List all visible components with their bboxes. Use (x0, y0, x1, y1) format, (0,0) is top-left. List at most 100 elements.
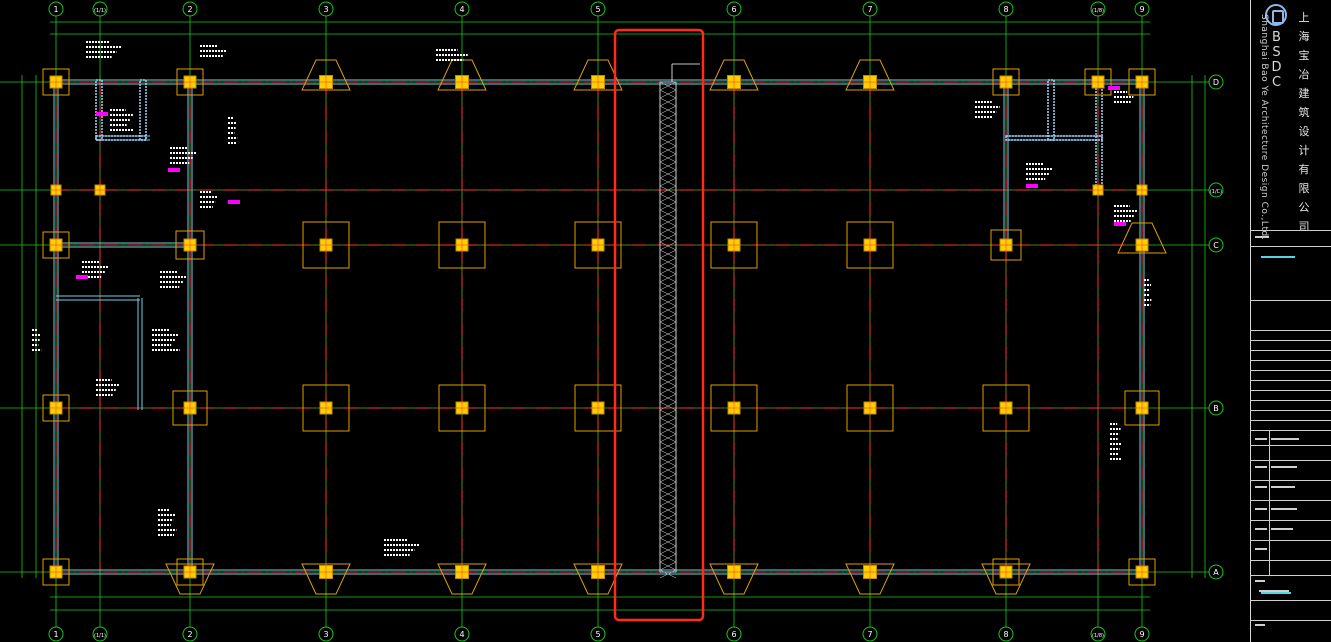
title-block-text-mark (1255, 438, 1267, 440)
hatch-line (659, 81, 677, 91)
footing-pad-edge (573, 563, 623, 595)
structural-plan-drawing: 11(1/1)(1/1)22334455667788(1/8)(1/8)99D(… (0, 1, 1224, 642)
axis-bubble (182, 626, 198, 642)
footing-pad-edge (301, 59, 351, 91)
hatch-line (659, 409, 677, 419)
axis-label: 9 (1139, 5, 1144, 14)
hatch-line (659, 289, 677, 299)
annotation-tag (1114, 222, 1126, 226)
hatch-line (659, 105, 677, 115)
axis-bubble (998, 626, 1014, 642)
title-block-divider (1251, 480, 1331, 481)
axis-bubble (1208, 564, 1224, 580)
hatch-line (659, 337, 677, 347)
hatch-line (659, 361, 677, 371)
footing-pad-square (42, 558, 70, 586)
title-block-divider (1251, 620, 1331, 621)
axis-bubbles: 11(1/1)(1/1)22334455667788(1/8)(1/8)99D(… (48, 1, 1224, 642)
hatch-line (659, 345, 677, 355)
hatch-line (659, 425, 677, 435)
hatch-line (659, 465, 677, 475)
title-block-divider (1251, 390, 1331, 391)
hatch-line (659, 417, 677, 427)
footing-pad-square (176, 68, 204, 96)
axis-grid-lines (55, 81, 1143, 573)
footing-pad-square (172, 390, 208, 426)
footing-pad-edge (709, 563, 759, 595)
title-block-divider (1251, 230, 1331, 231)
hatch-line (659, 161, 677, 171)
hatch-line (659, 273, 677, 283)
hatch-line (659, 297, 677, 307)
axis-label: 3 (323, 5, 328, 14)
axis-label: 2 (187, 5, 192, 14)
hatch-line (659, 457, 677, 467)
title-block-divider (1251, 540, 1331, 541)
footing-pad-square (42, 68, 70, 96)
axis-label: 4 (459, 5, 464, 14)
title-block-divider (1251, 400, 1331, 401)
axis-bubble (998, 1, 1014, 17)
title-block-text-mark (1255, 580, 1265, 582)
axis-bubble (454, 626, 470, 642)
hatch-line (659, 529, 677, 539)
title-block-divider (1251, 600, 1331, 601)
axis-label: 4 (459, 630, 464, 639)
axis-bubble (182, 1, 198, 17)
axis-bubble (590, 626, 606, 642)
axis-label: 3 (323, 630, 328, 639)
title-block-divider (1251, 420, 1331, 421)
footing-pad-edge (573, 59, 623, 91)
hatch-line (659, 313, 677, 323)
axis-bubble (862, 1, 878, 17)
title-block-text-mark (1271, 508, 1297, 510)
hatch-line (659, 545, 677, 555)
hatch-line (659, 257, 677, 267)
hatch-line (659, 481, 677, 491)
axis-bubble (48, 626, 64, 642)
title-block-highlight-mark (1261, 592, 1291, 594)
hatch-line (659, 113, 677, 123)
footing-pad-edge (301, 563, 351, 595)
hatch-line (659, 353, 677, 363)
axis-label: 8 (1003, 5, 1008, 14)
axis-bubble (1134, 1, 1150, 17)
axis-bubble (1090, 626, 1106, 642)
footing-pad-edge (981, 563, 1031, 595)
hatch-line (659, 97, 677, 107)
title-block: BSDC Shanghai Bao Ye Architecture Design… (1250, 0, 1331, 642)
hatch-line (659, 513, 677, 523)
hatch-line (659, 209, 677, 219)
hatch-line (659, 401, 677, 411)
footing-pad-square (176, 558, 204, 586)
axis-label: 1 (53, 630, 58, 639)
annotation-tag (1108, 86, 1120, 90)
title-block-text-mark (1271, 438, 1299, 440)
annotation-tag (76, 275, 88, 279)
footing-pad-square (992, 68, 1020, 96)
company-name-chinese: 上海宝冶建筑设计有限公司 (1298, 11, 1310, 233)
hatch-line (659, 441, 677, 451)
annotation-tag (1026, 184, 1038, 188)
title-block-text-mark (1271, 528, 1293, 530)
title-block-divider (1251, 330, 1331, 331)
axis-label: (1/8) (1092, 8, 1104, 14)
axis-bubble (862, 626, 878, 642)
axis-label: B (1213, 404, 1219, 413)
title-block-divider (1251, 340, 1331, 341)
footing-pad-square (710, 221, 758, 269)
footing-pad-square (1128, 68, 1156, 96)
title-block-divider (1251, 300, 1331, 301)
hatch-line (659, 281, 677, 291)
hatched-beam-strip (659, 63, 700, 579)
hatch-line (659, 561, 677, 571)
title-block-text-mark (1255, 624, 1265, 626)
title-block-divider (1251, 350, 1331, 351)
axis-bubble (590, 1, 606, 17)
footing-pad-square (990, 229, 1022, 261)
hatch-line (659, 433, 677, 443)
hatch-line (659, 169, 677, 179)
title-block-divider (1251, 520, 1331, 521)
axis-label: 6 (731, 5, 736, 14)
footing-pad-edge (165, 563, 215, 595)
